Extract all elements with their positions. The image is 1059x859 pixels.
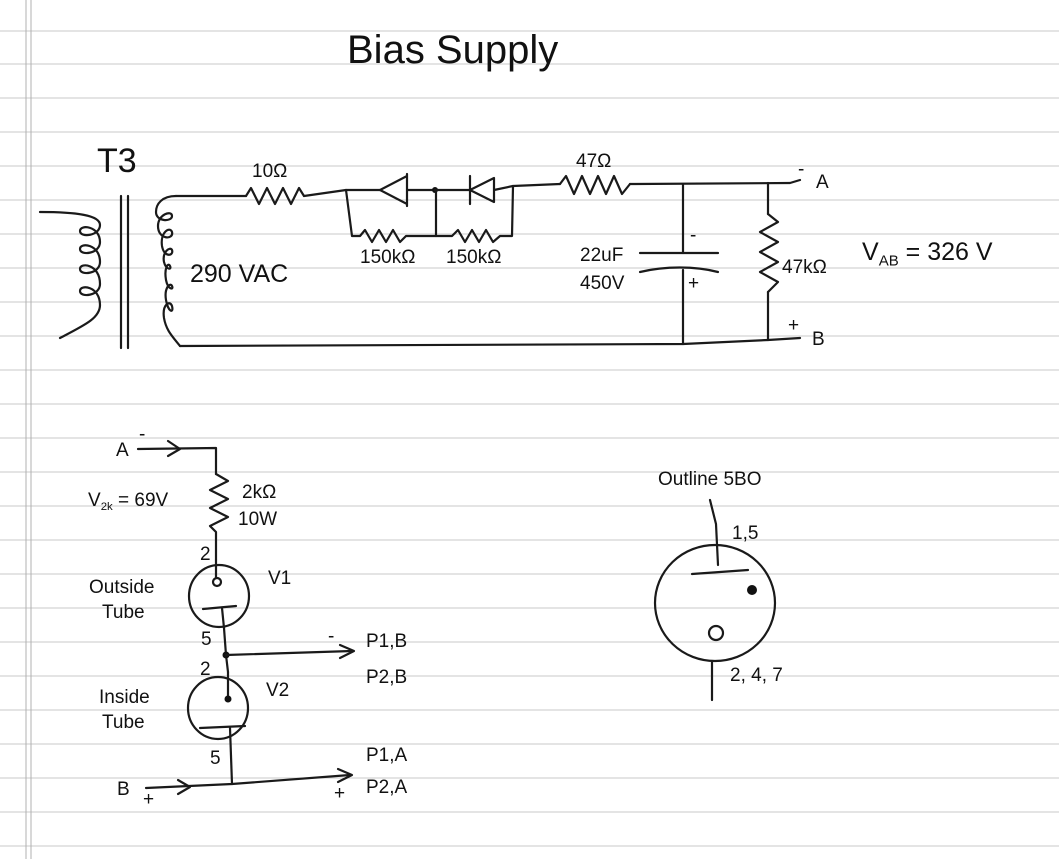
v1-pin-top: 2 <box>200 544 211 565</box>
output-pb-wire <box>224 643 356 660</box>
inside-tube-line2: Tube <box>102 712 145 733</box>
capacitor-plus-sign: + <box>688 273 700 294</box>
input-b-sign: + <box>143 789 155 810</box>
resistor-drop-label: V2k = 69V <box>88 491 168 513</box>
output-p1a-label: P1,A <box>366 745 408 766</box>
resistor-drop-subscript: 2k <box>100 500 113 513</box>
terminal-a-sign: - <box>798 159 805 180</box>
v2-pin-top: 2 <box>200 659 211 680</box>
diode-2 <box>433 174 562 206</box>
output-voltage-label: VAB = 326 V <box>862 238 993 270</box>
v1-v2-link <box>222 626 230 674</box>
capacitor-minus-sign: - <box>690 225 697 246</box>
transformer-t3 <box>38 194 182 350</box>
output-resistor-label: 47Ω <box>576 151 612 172</box>
tube-v1-symbol <box>187 558 251 630</box>
transformer-label: T3 <box>97 142 137 180</box>
primary-winding <box>38 210 102 340</box>
inside-tube-line1: Inside <box>99 687 150 708</box>
output-p1b-label: P1,B <box>366 631 408 652</box>
v1-pin-bottom: 5 <box>201 629 212 650</box>
output-p2b-label: P2,B <box>366 667 408 688</box>
tube-resistor-value: 2kΩ <box>242 482 277 503</box>
resistor-150k-1 <box>344 188 438 244</box>
outline-title: Outline 5BO <box>658 469 762 490</box>
outside-tube-line1: Outside <box>89 577 155 598</box>
tube-v1-label: V1 <box>268 568 292 589</box>
outline-pins-top: 1,5 <box>732 523 759 544</box>
resistor-47k <box>758 181 780 342</box>
diode-resistor-2-label: 150kΩ <box>446 247 502 268</box>
outside-tube-line2: Tube <box>102 602 145 623</box>
diode-resistor-1-label: 150kΩ <box>360 247 416 268</box>
input-b-wire <box>144 767 354 796</box>
resistor-150k-2 <box>434 184 515 244</box>
resistor-10-ohm <box>244 186 306 206</box>
terminal-b-label: B <box>812 329 825 350</box>
resistor-47-ohm <box>558 174 632 196</box>
secondary-voltage-label: 290 VAC <box>190 260 289 288</box>
output-voltage-symbol: V <box>862 238 879 266</box>
terminal-a-label: A <box>816 172 829 193</box>
page-title: Bias Supply <box>347 28 559 72</box>
ruled-lines <box>0 30 1059 847</box>
diode-1 <box>378 172 437 208</box>
outline-5bo-symbol <box>653 498 777 702</box>
output-minus-sign: - <box>328 626 335 647</box>
output-voltage-subscript: AB <box>878 252 899 270</box>
v2-pin-bottom: 5 <box>210 748 221 769</box>
capacitor-22uf <box>638 182 720 346</box>
input-b-label: B <box>117 779 130 800</box>
bottom-rail <box>178 336 802 348</box>
outline-pins-bottom: 2, 4, 7 <box>730 665 783 686</box>
tube-v2-label: V2 <box>266 680 290 701</box>
input-a-label: A <box>116 440 129 461</box>
top-rail <box>174 172 802 244</box>
tube-resistor-power: 10W <box>238 509 278 530</box>
terminal-b-sign: + <box>788 315 800 336</box>
secondary-winding <box>154 194 182 348</box>
resistor-2k <box>208 472 230 562</box>
input-a-wire <box>136 439 218 476</box>
tube-v2-symbol <box>186 670 250 786</box>
input-a-sign: - <box>139 424 146 445</box>
load-resistor-label: 47kΩ <box>782 257 827 278</box>
output-voltage-value: = 326 V <box>905 238 993 266</box>
output-plus-sign: + <box>334 783 346 804</box>
capacitor-voltage-label: 450V <box>580 273 625 294</box>
resistor-drop-value: = 69V <box>118 490 169 511</box>
capacitor-value-label: 22uF <box>580 245 624 266</box>
output-p2a-label: P2,A <box>366 777 408 798</box>
margin-lines <box>25 0 32 859</box>
series-resistor-label: 10Ω <box>252 161 288 182</box>
resistor-drop-symbol: V <box>88 490 101 511</box>
